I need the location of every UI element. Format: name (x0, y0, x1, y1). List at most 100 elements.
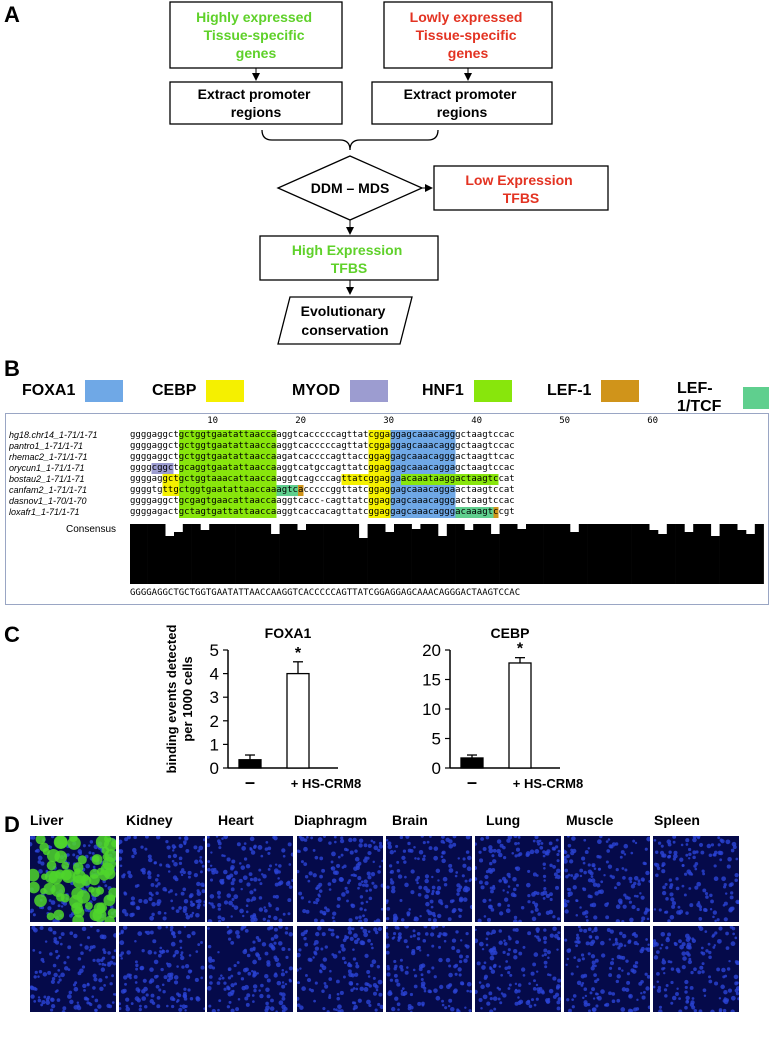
sequence: ggggtgttgctggtgaatattaaccaaagtcacccccggt… (130, 485, 515, 496)
high-tfbs-label: High Expression TFBS (292, 242, 406, 276)
legend-swatch (601, 380, 640, 402)
tissue-texture (564, 836, 650, 922)
legend-swatch (85, 380, 124, 402)
tissue-texture (653, 926, 739, 1012)
tissue-image (564, 926, 650, 1012)
consensus-bar (499, 524, 509, 584)
consensus-bar (218, 524, 228, 584)
consensus-bar (138, 524, 148, 584)
consensus-bar (534, 524, 544, 584)
sequence: ggggcggctgcaggtgaatattaaccaaggtcatgccagt… (130, 463, 515, 474)
consensus-bar (438, 536, 448, 584)
tissue-image (653, 926, 739, 1012)
y-tick-label: 4 (210, 665, 219, 684)
tissue-texture (386, 926, 472, 1012)
consensus-sequence: GGGGAGGCTGCTGGTGAATATTAACCAAGGTCACCCCCAG… (130, 588, 521, 598)
tissue-texture (207, 926, 293, 1012)
chart-title: FOXA1 (265, 625, 312, 641)
consensus-bar (587, 524, 597, 584)
tissue-image (475, 836, 561, 922)
consensus-bar (394, 524, 404, 584)
y-tick-label: 10 (422, 700, 441, 719)
consensus-bar (130, 524, 140, 584)
significance-star: * (295, 645, 302, 662)
flowchart: Highly expressed Tissue-specific genes L… (169, 1, 609, 345)
consensus-bar (323, 524, 333, 584)
y-tick-label: 2 (210, 712, 219, 731)
legend-swatch (473, 380, 512, 402)
consensus-bar (702, 524, 712, 584)
tissue-label: Liver (30, 812, 64, 828)
tissue-image (207, 836, 293, 922)
consensus-bar (684, 532, 694, 584)
consensus-bar (570, 532, 580, 584)
tissue-texture (297, 926, 383, 1012)
consensus-bar (209, 524, 219, 584)
consensus-bar (517, 529, 527, 584)
consensus-bar (464, 530, 474, 584)
significance-star: * (517, 641, 524, 658)
evolution-parallelogram (277, 296, 413, 345)
consensus-bar (446, 524, 456, 584)
consensus-bar (297, 530, 307, 584)
tissue-label: Muscle (566, 812, 614, 828)
consensus-bar (543, 524, 553, 584)
ruler-tick: 60 (647, 416, 659, 426)
consensus-bar (728, 524, 738, 584)
ruler-tick: 10 (207, 416, 219, 426)
consensus-bar (649, 530, 659, 584)
sequence: ggggaggctgctggtaaacattaaccaaggtcagcccagt… (130, 474, 515, 485)
extract-right-box (371, 81, 553, 125)
tissue-image (386, 926, 472, 1012)
low-tfbs-label: Low Expression TFBS (465, 172, 576, 206)
sequence: ggggaggctgctggtgaatattaaccaagatcaccccagt… (130, 452, 515, 463)
extract-left-box (169, 81, 343, 125)
legend-swatch (350, 380, 388, 402)
panel-label-c: C (4, 622, 20, 647)
legend-label: LEF-1 (547, 382, 592, 399)
tissue-texture (475, 836, 561, 922)
bar (460, 757, 484, 769)
tissue-texture (119, 926, 205, 1012)
legend-label: MYOD (292, 382, 340, 399)
ruler-tick: 40 (471, 416, 483, 426)
evolution-label: Evolutionary conservation (301, 303, 390, 338)
consensus-bar (746, 534, 756, 584)
consensus-bar (622, 524, 632, 584)
bar-charts: binding events detectedper 1000 cellsFOX… (164, 625, 583, 790)
consensus-bar (631, 524, 641, 584)
tissue-image (386, 836, 472, 922)
consensus-bar (490, 534, 500, 584)
merge-brace (261, 129, 439, 151)
consensus-bar (552, 524, 562, 584)
y-tick-label: 5 (432, 730, 441, 749)
consensus-bar (376, 524, 386, 584)
tissue-texture (30, 836, 116, 922)
consensus-bar (350, 524, 360, 584)
legend-swatch (742, 387, 770, 409)
consensus-bar (420, 524, 430, 584)
tissue-image (475, 926, 561, 1012)
extract-left-label: Extract promoter regions (198, 86, 315, 120)
category-label: + HS-CRM8 (513, 776, 583, 790)
tissue-image (119, 836, 205, 922)
consensus-bar (640, 524, 650, 584)
consensus-bar (614, 524, 624, 584)
consensus-bar (666, 524, 676, 584)
consensus-bar (658, 534, 668, 584)
y-axis-label-line: per 1000 cells (180, 656, 195, 741)
chart-title: CEBP (491, 625, 530, 641)
high-genes-label: Highly expressed Tissue-specific genes (196, 9, 316, 61)
consensus-bar (526, 524, 536, 584)
consensus-bar (279, 524, 289, 584)
consensus-bar (165, 536, 175, 584)
extract-right-label: Extract promoter regions (404, 86, 521, 120)
consensus-bar (482, 524, 492, 584)
